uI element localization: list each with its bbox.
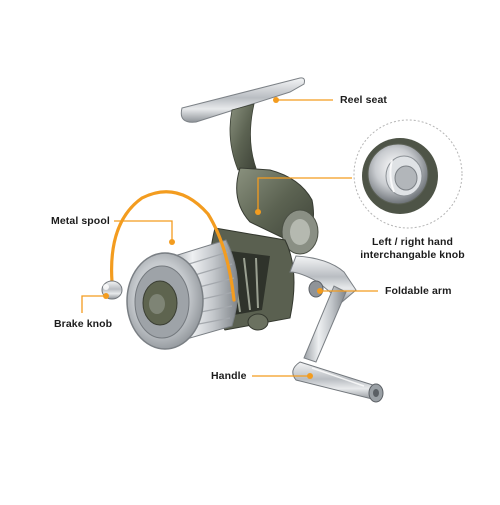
label-lr-knob-line2: interchangable knob xyxy=(360,249,465,261)
reel-seat-part xyxy=(180,77,305,171)
leader-lr-knob xyxy=(257,177,352,212)
label-foldable-arm: Foldable arm xyxy=(385,285,452,297)
leader-metal-spool xyxy=(114,220,173,240)
reel-body xyxy=(236,167,319,255)
label-metal-spool: Metal spool xyxy=(51,215,110,227)
dot-brake-knob xyxy=(103,293,109,299)
label-reel-seat: Reel seat xyxy=(340,94,388,106)
dot-metal-spool xyxy=(169,239,175,245)
label-handle: Handle xyxy=(211,370,247,382)
leader-lines xyxy=(81,99,378,377)
knob-detail-inset xyxy=(353,119,463,229)
leader-brake-knob xyxy=(81,295,104,313)
dot-foldable-arm xyxy=(317,288,323,294)
label-brake-knob: Brake knob xyxy=(54,318,113,330)
label-lr-knob: Left / right hand interchangable knob xyxy=(355,236,470,262)
label-lr-knob-line1: Left / right hand xyxy=(371,236,454,248)
bail-arm xyxy=(109,190,236,302)
dot-lr-knob xyxy=(255,209,261,215)
foldable-arm-part xyxy=(289,255,357,363)
leader-dots xyxy=(103,97,323,379)
dot-handle xyxy=(307,373,313,379)
handle-part xyxy=(292,361,384,403)
dot-reel-seat xyxy=(273,97,279,103)
metal-spool-part xyxy=(126,239,239,350)
